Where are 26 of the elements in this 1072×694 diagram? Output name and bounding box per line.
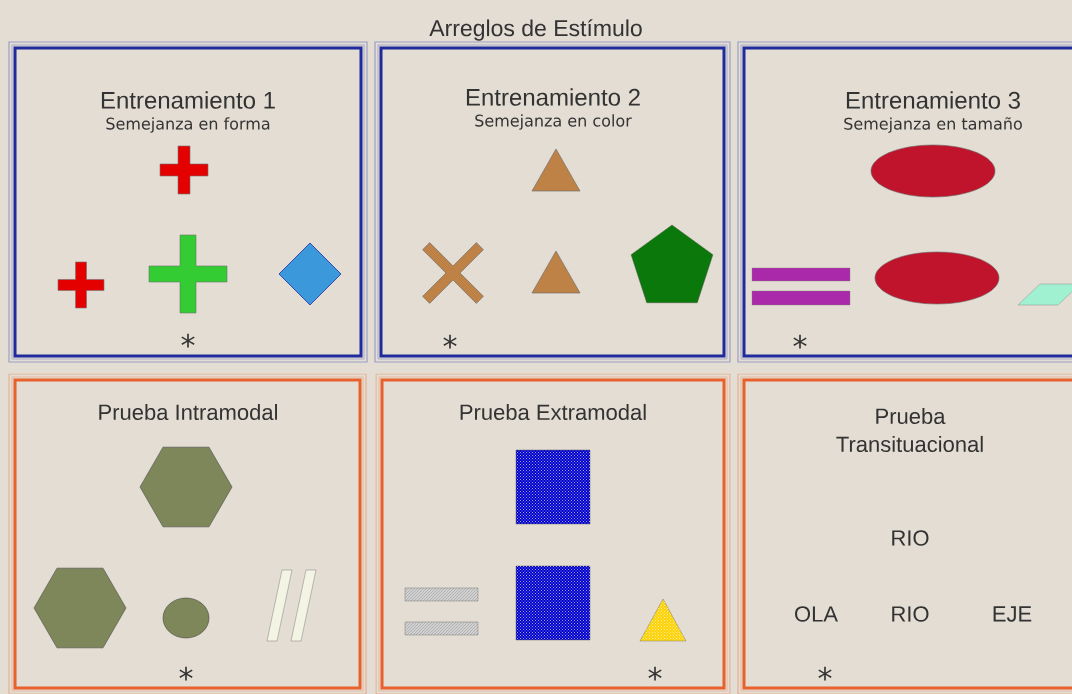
asterisk: * xyxy=(818,666,832,681)
panel xyxy=(737,373,1072,694)
asterisk: * xyxy=(179,666,193,681)
panel xyxy=(8,41,368,363)
panel-heading: Entrenamiento 1 xyxy=(101,91,275,109)
panel-heading: Prueba Transituacional xyxy=(836,407,983,453)
word-label: EJE xyxy=(993,606,1032,622)
asterisk: * xyxy=(793,334,807,349)
asterisk: * xyxy=(443,334,457,349)
panel-subheading: Semejanza en color xyxy=(475,114,632,130)
word-label: RIO xyxy=(892,530,929,546)
title: Arreglos de Estímulo xyxy=(429,19,642,41)
asterisk: * xyxy=(181,333,195,348)
panel xyxy=(737,41,1072,363)
word-label: RIO xyxy=(892,606,929,622)
panel-heading: Prueba Intramodal xyxy=(99,403,277,421)
panel-subheading: Semejanza en forma xyxy=(106,117,270,133)
panel xyxy=(8,373,367,694)
asterisk: * xyxy=(648,666,662,681)
panel-heading: Prueba Extramodal xyxy=(460,403,646,421)
word-label: OLA xyxy=(795,606,838,622)
panel-heading: Entrenamiento 2 xyxy=(466,88,640,106)
panel-heading: Entrenamiento 3 xyxy=(846,91,1020,109)
panel xyxy=(374,41,731,363)
panel-subheading: Semejanza en tamaño xyxy=(844,117,1022,133)
panel xyxy=(375,373,731,694)
